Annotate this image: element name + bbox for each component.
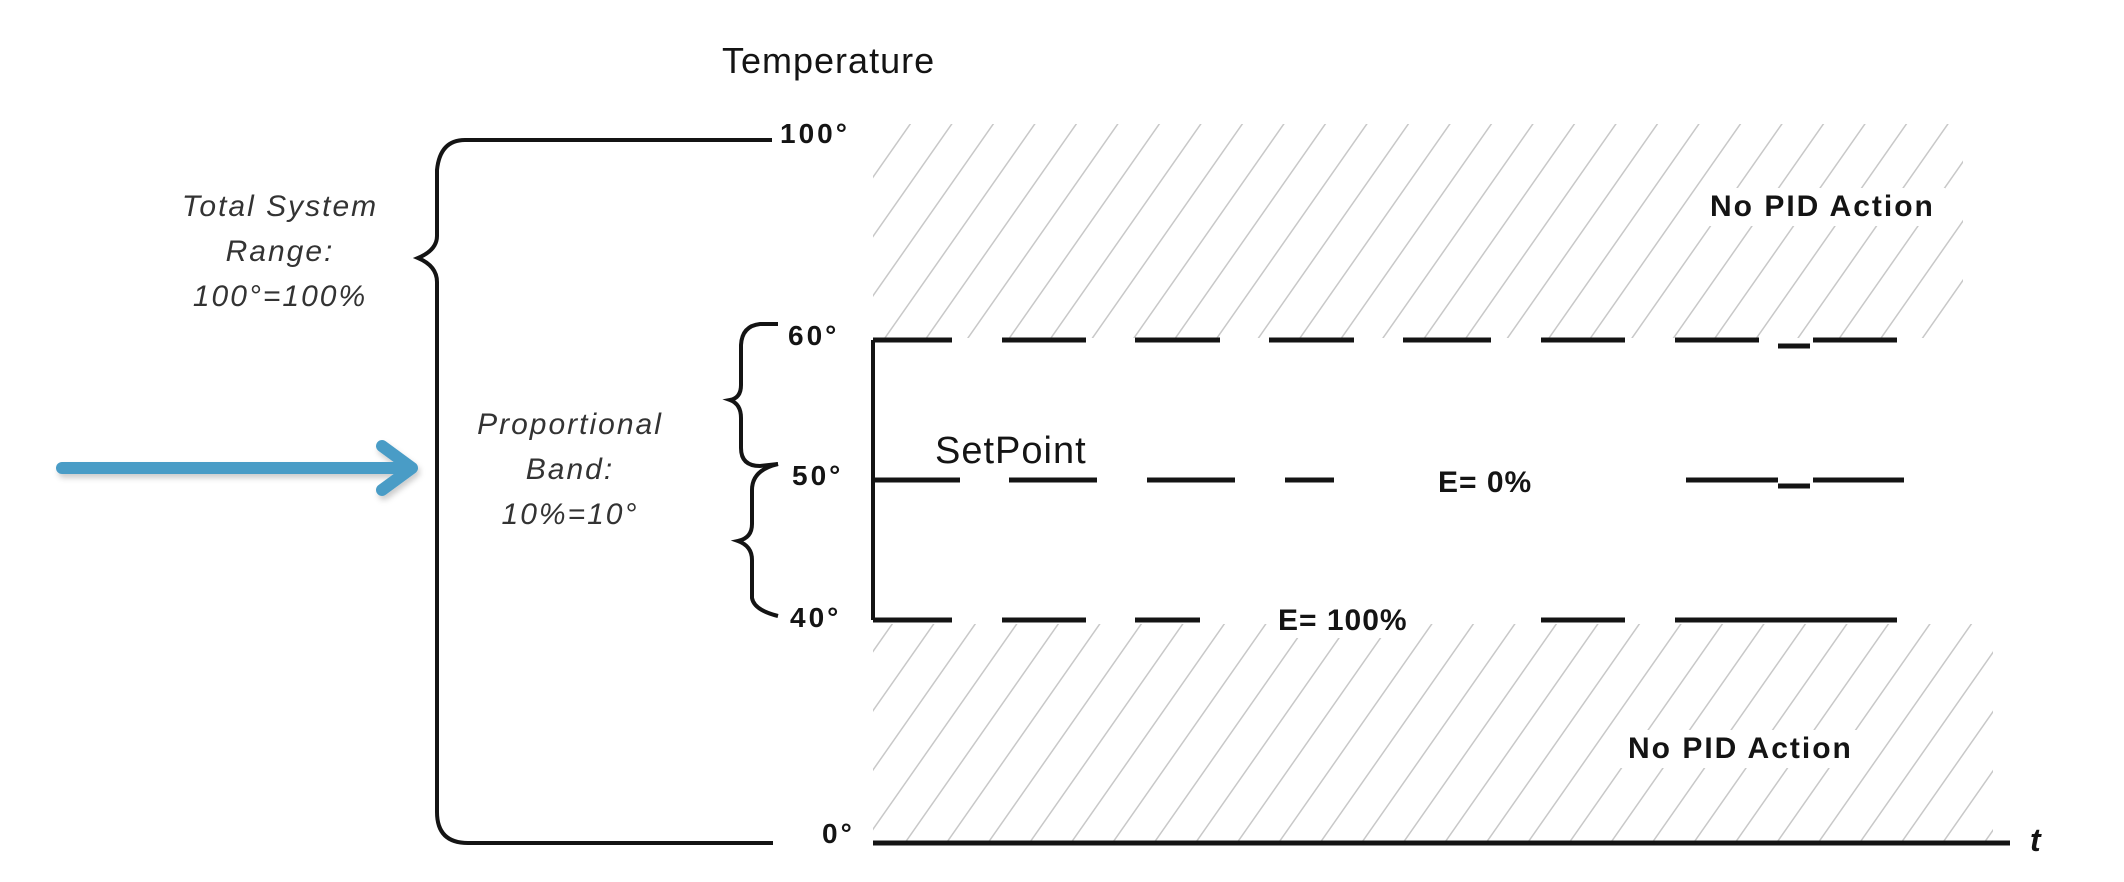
upper-band-brace (722, 322, 779, 469)
lower-band-brace (730, 462, 779, 618)
error-zero-label: E= 0% (1430, 466, 1541, 500)
upper-no-pid-label: No PID Action (1700, 188, 1945, 226)
tick-label-0: 0° (822, 818, 855, 849)
band-line3: 10%=10° (501, 498, 639, 531)
tick-label-60: 60° (788, 320, 840, 351)
band-line2: Band: (525, 453, 615, 486)
total-range-brace (412, 138, 773, 845)
upper-no-pid-region (873, 124, 1963, 338)
proportional-band-note: Proportional Band: 10%=10° (440, 402, 700, 537)
tick-label-50: 50° (792, 460, 844, 491)
total-range-line2: Range: (225, 235, 335, 268)
time-axis-label: t (2030, 822, 2041, 858)
total-system-range-note: Total System Range: 100°=100% (140, 184, 420, 319)
tick-label-40: 40° (790, 602, 842, 633)
setpoint-dashed-line (873, 477, 1904, 489)
band-line1: Proportional (477, 408, 663, 441)
y-axis-title: Temperature (722, 40, 936, 81)
error-hundred-label: E= 100% (1270, 604, 1416, 638)
lower-no-pid-label: No PID Action (1618, 730, 1863, 768)
band-high-dashed-line (873, 337, 1897, 349)
total-range-line1: Total System (181, 190, 379, 223)
setpoint-label: SetPoint (935, 430, 1087, 472)
total-range-line3: 100°=100% (192, 280, 368, 313)
blue-arrow-icon (56, 440, 418, 496)
tick-label-100: 100° (780, 118, 850, 149)
